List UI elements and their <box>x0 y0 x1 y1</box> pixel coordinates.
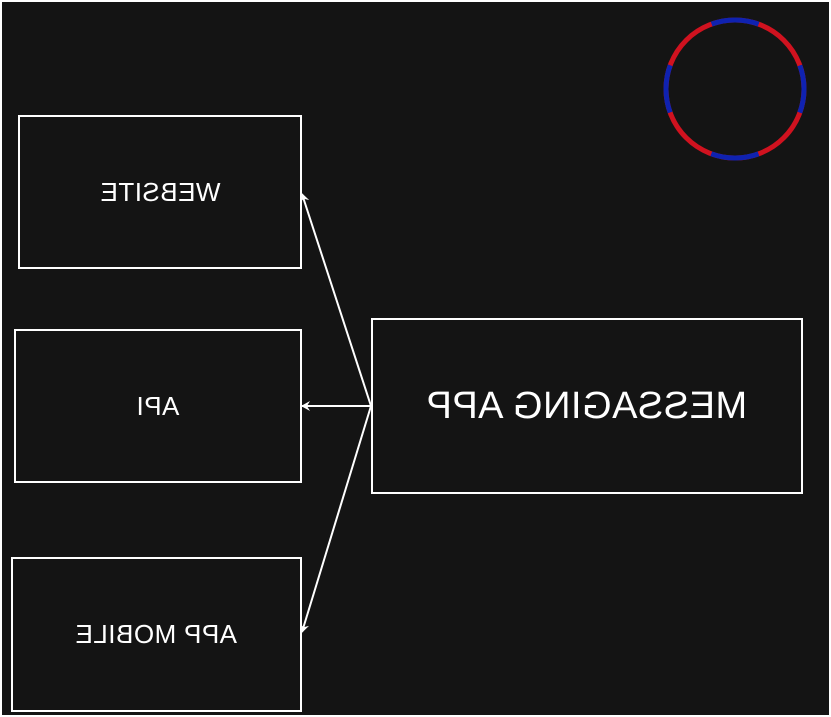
dashed-circle-icon <box>663 17 807 161</box>
node-app-mobile[interactable]: APP MOBILE <box>11 557 302 712</box>
edge-main-to-mobile <box>299 405 372 633</box>
ring-blue-segments <box>663 17 807 161</box>
node-messaging-app-label: MESSAGING APP <box>426 384 748 427</box>
edge-main-to-website <box>299 193 372 407</box>
ring-red-arc <box>663 17 807 161</box>
node-messaging-app[interactable]: MESSAGING APP <box>371 318 803 494</box>
node-website-label: WEBSITE <box>99 176 221 207</box>
node-website[interactable]: WEBSITE <box>18 115 302 269</box>
node-api-label: API <box>136 390 180 421</box>
node-api[interactable]: API <box>14 329 302 483</box>
node-app-mobile-label: APP MOBILE <box>75 619 238 649</box>
